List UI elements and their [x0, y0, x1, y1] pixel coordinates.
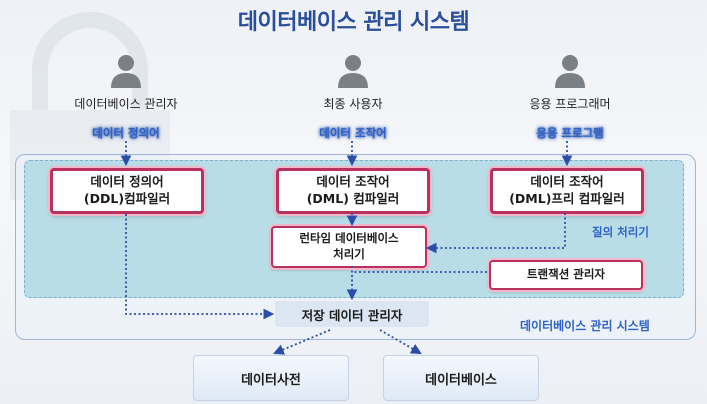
- language-label-ddl: 데이터 정의어: [92, 126, 160, 140]
- user-label-end-user: 최종 사용자: [323, 97, 383, 111]
- runtime-processor-box: 런타임 데이터베이스 처리기: [271, 226, 427, 268]
- person-icon: [108, 54, 144, 88]
- storage-manager-box: 저장 데이터 관리자: [275, 301, 429, 327]
- language-label-dml: 데이터 조작어: [319, 126, 387, 140]
- dbms-label: 데이터베이스 관리 시스템: [520, 319, 650, 333]
- user-label-dba: 데이터베이스 관리자: [74, 97, 178, 111]
- ddl-compiler-box: 데이터 정의어 (DDL)컴파일러: [50, 168, 204, 214]
- person-icon: [552, 54, 588, 88]
- data-dictionary-box: 데이터사전: [193, 355, 349, 401]
- dml-compiler-box: 데이터 조작어 (DML) 컴파일러: [276, 168, 430, 214]
- user-label-programmer: 응용 프로그래머: [529, 97, 611, 111]
- dml-precompiler-box: 데이터 조작어 (DML)프리 컴파일러: [490, 168, 644, 214]
- language-label-app: 응용 프로그램: [536, 126, 604, 140]
- page-title: 데이터베이스 관리 시스템: [237, 10, 470, 35]
- person-icon: [335, 54, 371, 88]
- query-processor-label: 질의 처리기: [592, 225, 649, 239]
- database-box: 데이터베이스: [383, 355, 539, 401]
- transaction-manager-box: 트랜잭션 관리자: [489, 260, 643, 290]
